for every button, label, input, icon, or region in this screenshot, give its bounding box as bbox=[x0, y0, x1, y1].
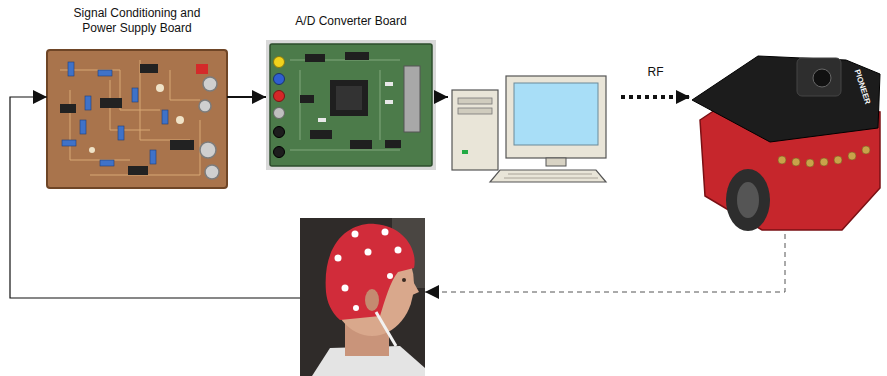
board-heading: Signal Conditioning and Power Supply Boa… bbox=[62, 6, 212, 36]
robot-brand: PIONEER bbox=[850, 65, 873, 110]
edge-label: RF bbox=[646, 65, 666, 80]
robot-picture bbox=[692, 56, 880, 231]
robot: PIONEER bbox=[690, 48, 882, 234]
computer bbox=[448, 75, 613, 182]
connector-arrow bbox=[621, 95, 690, 99]
eeg-user-photo bbox=[300, 218, 425, 376]
board-heading: A/D Converter Board bbox=[276, 14, 426, 29]
converter-board: A/D Converter Board bbox=[266, 14, 436, 170]
connector-arrow bbox=[436, 96, 448, 98]
eeg-user bbox=[300, 218, 425, 376]
computer-picture bbox=[452, 76, 606, 182]
conditioning-board-picture bbox=[47, 50, 227, 188]
conditioning-board: Signal Conditioning and Power Supply Boa… bbox=[47, 6, 227, 188]
connector-arrow bbox=[10, 97, 300, 298]
connector-arrow bbox=[227, 96, 266, 98]
connector-arrow bbox=[425, 234, 785, 292]
converter-board-picture bbox=[266, 40, 436, 170]
